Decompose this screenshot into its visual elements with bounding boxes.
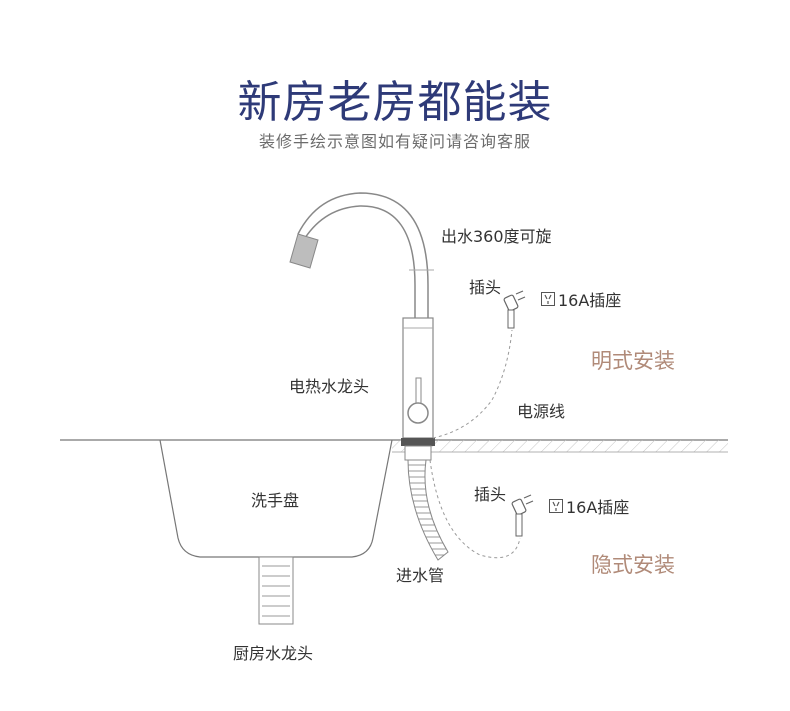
plug-top-label: 插头 [469, 278, 502, 297]
plug-bottom-label: 插头 [474, 485, 507, 504]
faucet-label: 电热水龙头 [289, 377, 370, 396]
faucet-spout [289, 192, 434, 318]
socket-top-text: 16A插座 [558, 291, 622, 310]
socket-icon [541, 292, 555, 306]
kitchen-faucet-label: 厨房水龙头 [233, 644, 314, 663]
faucet-body [401, 317, 435, 461]
socket-bottom-label: 16A插座 [549, 494, 629, 518]
power-cord-exposed [432, 329, 513, 439]
inlet-pipe-label: 进水管 [396, 566, 445, 585]
socket-top-label: 16A插座 [541, 287, 621, 311]
plug-icon [511, 494, 534, 537]
socket-icon [549, 499, 563, 513]
power-cord-label: 电源线 [517, 402, 566, 421]
rotate-label: 出水360度可旋 [441, 227, 552, 246]
drain-pipe [258, 556, 294, 625]
page-title: 新房老房都能装 [237, 77, 553, 128]
socket-bottom-text: 16A插座 [566, 498, 630, 517]
hidden-install-label: 隐式安装 [591, 553, 675, 577]
exposed-install-label: 明式安装 [591, 349, 675, 373]
sink-label: 洗手盘 [251, 491, 300, 510]
countertop [60, 439, 728, 453]
inlet-hose [407, 459, 449, 561]
plug-icon [503, 290, 526, 329]
page-subtitle: 装修手绘示意图如有疑问请咨询客服 [258, 132, 531, 151]
power-cord-hidden [429, 459, 521, 559]
